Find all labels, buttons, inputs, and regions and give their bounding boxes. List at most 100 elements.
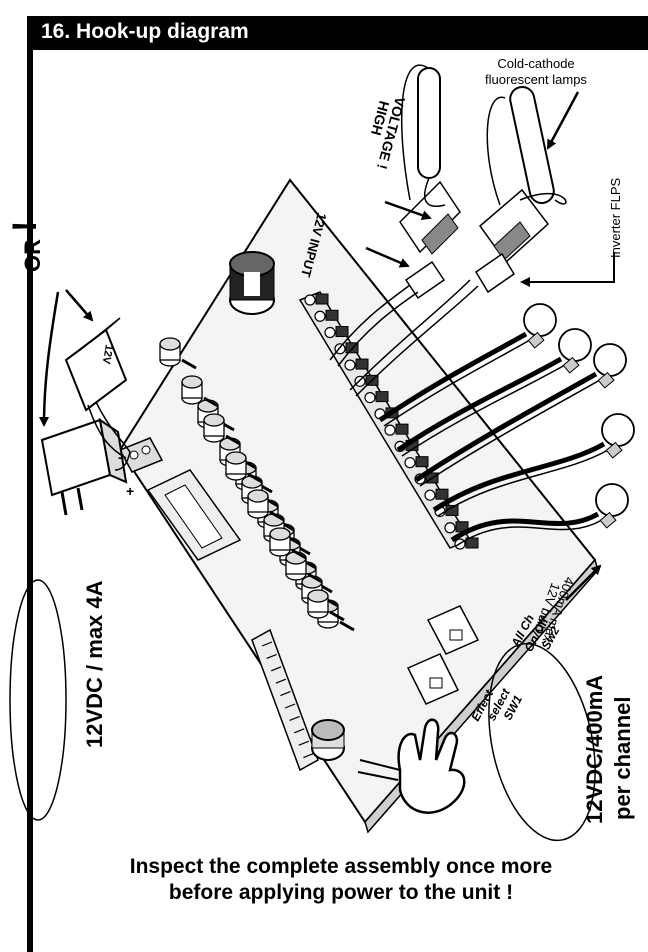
terminal-screw [324,326,336,339]
resistor-lead [181,358,197,370]
inverter-pointer [520,252,615,287]
ic-pin [284,703,296,709]
transistor-top [181,375,203,389]
bulb-cable [432,441,606,513]
terminal-slot [435,488,449,500]
resistor-lead [329,610,345,622]
transistor-top [307,589,329,603]
bulb-base [599,511,617,529]
terminal-slot [355,358,369,370]
bulb-base [562,356,580,374]
supply-highlight-ellipse [9,579,67,821]
bulb-globe [595,483,629,517]
bulb-cables [378,303,635,547]
input-wires [329,279,479,397]
inverter-module-1 [399,180,461,300]
ic-pin [293,728,305,734]
resistor-lead [291,548,307,560]
ic-pin [280,691,291,697]
terminal-screw [384,424,396,436]
lamps-label-line1: Cold-cathode [497,56,574,71]
battery-label: 12V [100,343,115,365]
capacitor-component [229,251,275,315]
ic-pin [275,678,287,684]
pointing-hand-icon [357,718,466,814]
bulb-cable [414,371,598,483]
bulb-base [605,441,623,459]
input-12v-arrow [365,246,410,268]
bulb-globe [523,303,557,337]
supply-plus-mark: + [126,483,134,499]
bulb-cable-strand [419,379,601,487]
inverter-label: Inverter FLPS [608,177,623,258]
terminal-slot [465,537,479,549]
bulb-base [597,371,615,389]
cold-cathode-lamp-1 [400,64,446,207]
terminal-slot [415,456,429,468]
or-warning-mark: ! [6,221,44,232]
terminal-slot [315,293,329,305]
or-arrow-to-battery [65,289,94,322]
ic-pin [261,641,273,647]
ic-pin [298,740,310,746]
bulb-cable [378,331,528,423]
channel-highlight-ellipse [488,642,596,842]
transistor-top [203,413,225,427]
ic-pin [270,666,282,672]
terminal-screw [314,310,326,322]
bulb-cable-strand [401,364,566,457]
or-label: OR [20,239,45,272]
supply-label: 12VDC / max 4A [82,580,107,748]
bulb-globe [601,413,635,447]
resistor-lead [203,396,219,408]
bulb-arrow [565,564,602,601]
bulb-globe [593,343,627,377]
resistor-lead [307,572,323,584]
fuse-holder [146,469,242,561]
terminal-slot [375,391,389,403]
ic-pin [266,653,277,659]
inspection-caption: Inspect the complete assembly once more … [34,854,648,906]
lamps-arrow [546,91,580,150]
battery-icon: 12V [64,317,131,459]
resistor-lead [247,472,263,484]
power-terminal-block [118,437,164,473]
terminal-slot [395,423,409,435]
section-title: 16. Hook-up diagram [41,20,249,43]
terminal-screw [424,489,436,501]
terminal-screw [304,294,316,306]
potentiometer-knob [311,719,345,761]
transistor-top [269,527,291,541]
bulb-cable-strand [383,339,531,427]
or-arrow-to-adapter [39,291,60,427]
caption-line1: Inspect the complete assembly once more [129,855,553,878]
terminal-screw [364,392,376,404]
resistor-lead [269,510,285,522]
pcb-components [159,337,355,632]
transistor-top [159,337,181,351]
terminal-screw [404,457,416,469]
cold-cathode-lamp-2 [486,86,567,206]
switch-blocks [406,605,480,705]
bulb-cable [396,356,563,453]
lamps-label-line2: fluorescent lamps [485,72,587,87]
bulb-cable-strand [455,519,603,547]
resistor-lead [225,434,241,446]
channel-label-line2: per channel [610,697,635,820]
supply-minus-mark: - [118,449,123,465]
transistor-top [225,451,247,465]
terminal-screw [444,522,456,534]
caption-line2: before applying power to the unit ! [168,881,514,904]
terminal-slot [335,326,349,338]
bulb-cable [450,511,600,543]
left-frame-rule [27,16,33,952]
section-header: 16. Hook-up diagram [27,16,648,50]
bulb-globe [558,328,592,362]
ic-pin [303,753,314,759]
ic-chip [251,628,319,772]
terminal-slot [325,309,339,321]
bulb-cable-strand [437,449,609,517]
ic-pin [289,715,300,721]
